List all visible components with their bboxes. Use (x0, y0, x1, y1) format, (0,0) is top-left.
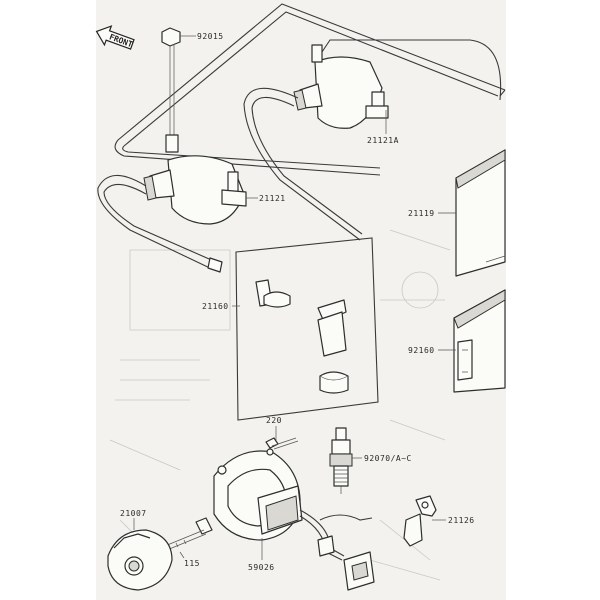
label-92160: 92160 (408, 346, 435, 355)
ignition-coil-21121A (243, 39, 502, 241)
nut-92015 (161, 27, 181, 153)
label-21160: 21160 (202, 302, 229, 311)
rotor-21007 (107, 529, 173, 591)
label-115: 115 (184, 559, 200, 568)
label-220: 220 (266, 416, 282, 425)
part-labels: 92015 21121A 21121 21119 21160 92160 220… (120, 32, 475, 572)
bracket-21126 (403, 495, 437, 547)
bracket-92160 (453, 289, 506, 393)
label-92015: 92015 (197, 32, 224, 41)
label-21126: 21126 (448, 516, 475, 525)
label-21007: 21007 (120, 509, 147, 518)
pickup-coil-59026 (213, 448, 375, 591)
spark-plug-92070 (329, 427, 353, 494)
label-21121A: 21121A (367, 136, 399, 145)
ignition-coil-21121 (97, 155, 247, 273)
label-21121: 21121 (259, 194, 286, 203)
label-59026: 59026 (248, 563, 275, 572)
leader-lines (133, 35, 456, 560)
screw-220 (265, 437, 299, 450)
label-21119: 21119 (408, 209, 435, 218)
igniter-box-21119 (455, 149, 506, 277)
plug-cap-kit-21160 (235, 237, 379, 421)
label-92070: 92070/A~C (364, 454, 412, 463)
front-arrow-icon: FRONT (95, 25, 135, 50)
